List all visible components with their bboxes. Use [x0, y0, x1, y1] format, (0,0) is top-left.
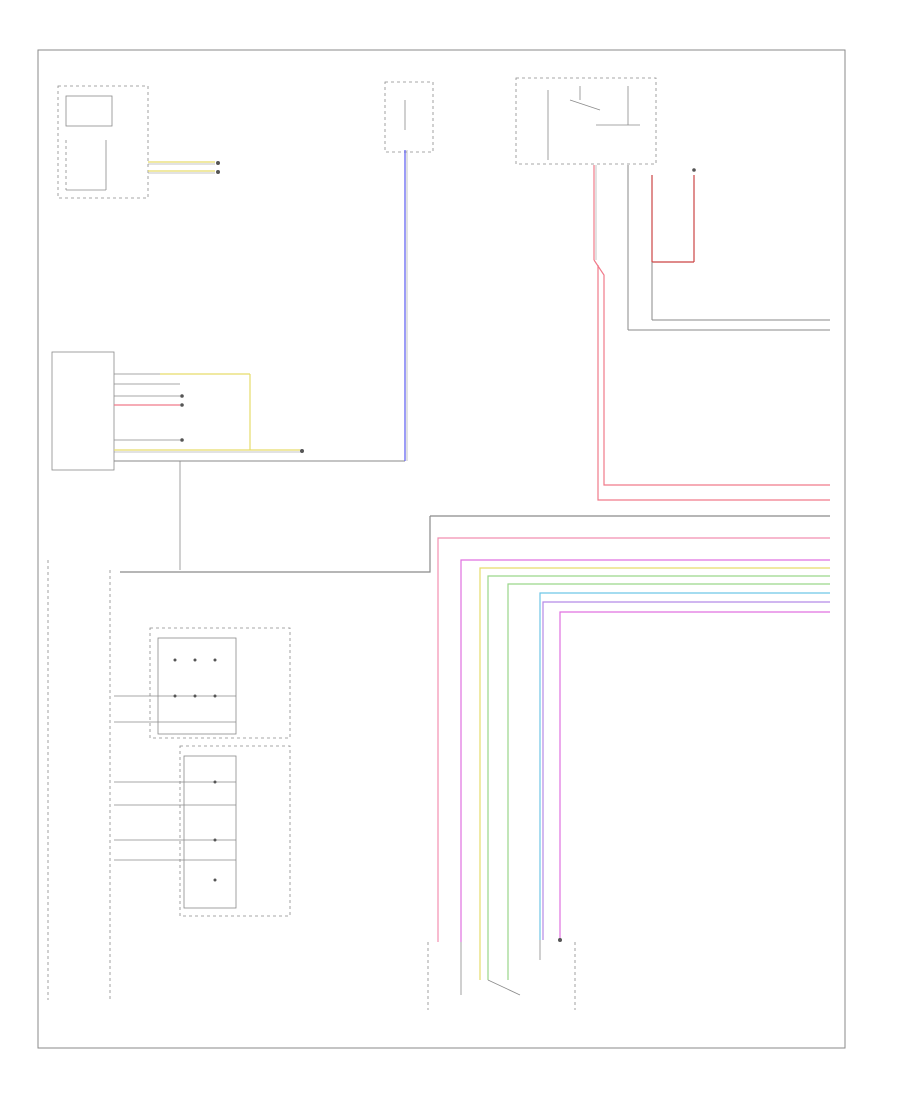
blue-feed-wire — [384, 81, 434, 461]
bottom-module — [427, 938, 576, 1010]
steering-wheel-controls — [47, 560, 291, 1000]
signal-bus — [120, 515, 830, 980]
steering-column-module — [51, 351, 405, 570]
instrument-cluster — [57, 85, 220, 199]
power-distribution — [515, 77, 830, 501]
diagram-frame — [37, 49, 846, 1049]
